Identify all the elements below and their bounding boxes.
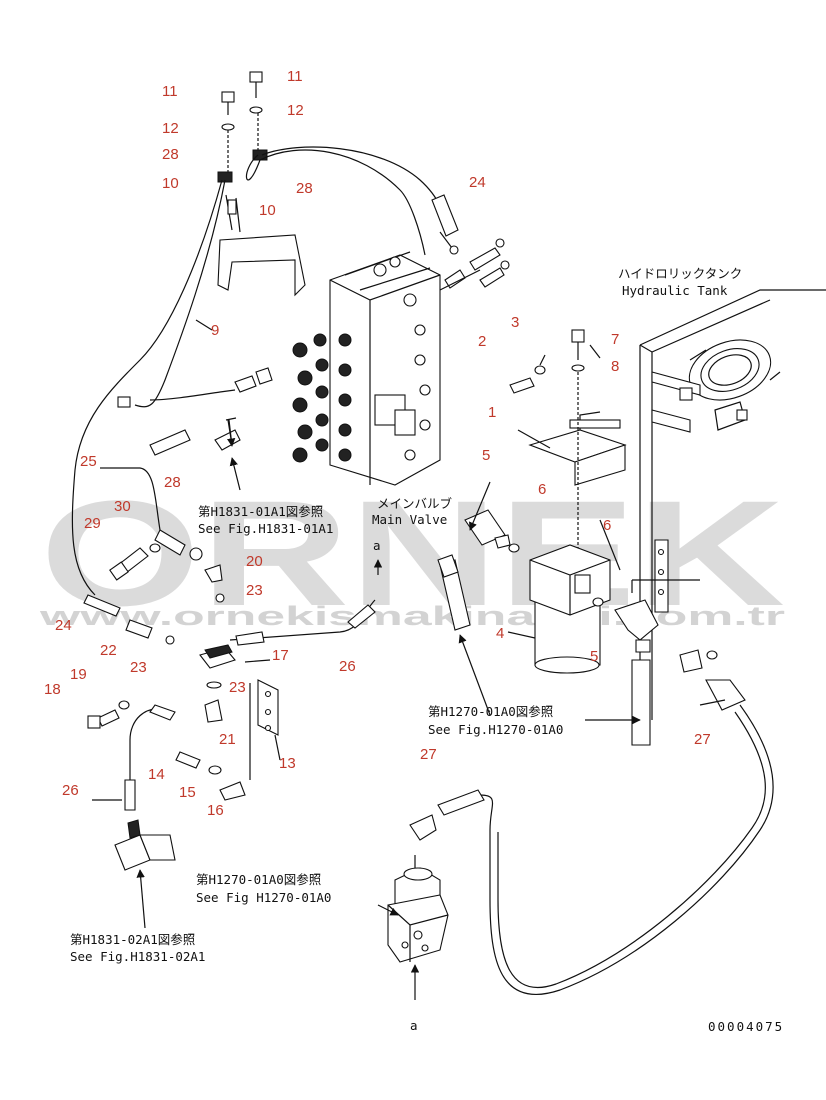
hose-27 bbox=[409, 704, 774, 996]
ref-h1831-02a1-jp: 第H1831-02A1図参照 bbox=[70, 932, 195, 947]
hydraulic-tank bbox=[639, 289, 826, 720]
callout-6: 6 bbox=[538, 481, 546, 498]
callout-16: 16 bbox=[207, 802, 224, 819]
reference-notes: 第H1831-01A1図参照 See Fig.H1831-01A1 第H1270… bbox=[70, 504, 784, 1034]
ref-h1270-01a0-en-right: See Fig.H1270-01A0 bbox=[428, 722, 563, 737]
callout-8: 8 bbox=[611, 358, 619, 375]
solenoid-valve bbox=[114, 819, 176, 871]
callout-5: 5 bbox=[482, 447, 490, 464]
callout-18: 18 bbox=[44, 681, 61, 698]
callout-6: 6 bbox=[603, 517, 611, 534]
callout-15: 15 bbox=[179, 784, 196, 801]
callout-28: 28 bbox=[164, 474, 181, 491]
ref-h1831-02a1-en: See Fig.H1831-02A1 bbox=[70, 949, 205, 964]
callout-23: 23 bbox=[246, 582, 263, 599]
callout-28: 28 bbox=[162, 146, 179, 163]
callout-11: 11 bbox=[162, 83, 178, 100]
callout-22: 22 bbox=[100, 642, 117, 659]
hydraulic-tank-label-en: Hydraulic Tank bbox=[622, 283, 728, 298]
callout-21: 21 bbox=[219, 731, 236, 748]
valve-top-fittings bbox=[439, 238, 510, 291]
callout-5: 5 bbox=[590, 648, 598, 665]
arrow-label-a-bottom: a bbox=[410, 1018, 418, 1033]
callout-14: 14 bbox=[148, 766, 165, 783]
callout-1: 1 bbox=[488, 404, 496, 421]
callout-26: 26 bbox=[339, 658, 356, 675]
callout-10: 10 bbox=[162, 175, 179, 192]
callout-12: 12 bbox=[162, 120, 179, 137]
callout-17: 17 bbox=[272, 647, 289, 664]
ref-h1831-01a1-en: See Fig.H1831-01A1 bbox=[198, 521, 333, 536]
callout-29: 29 bbox=[84, 515, 101, 532]
drawing-number: 00004075 bbox=[708, 1019, 784, 1034]
callout-12: 12 bbox=[287, 102, 304, 119]
pump-block bbox=[387, 855, 449, 963]
callout-9: 9 bbox=[211, 322, 219, 339]
ref-h1270-01a0-jp-bottom: 第H1270-01A0図参照 bbox=[196, 872, 321, 887]
callout-24: 24 bbox=[55, 617, 72, 634]
callout-25: 25 bbox=[80, 453, 97, 470]
callout-19: 19 bbox=[70, 666, 87, 683]
callout-23: 23 bbox=[229, 679, 246, 696]
callout-13: 13 bbox=[279, 755, 296, 772]
callout-11: 11 bbox=[287, 68, 303, 85]
callout-3: 3 bbox=[511, 314, 519, 331]
callout-30: 30 bbox=[114, 498, 131, 515]
callout-26: 26 bbox=[62, 782, 79, 799]
callout-7: 7 bbox=[611, 331, 619, 348]
leader-lines bbox=[92, 319, 726, 1000]
callout-2: 2 bbox=[478, 333, 486, 350]
hose-24-upper bbox=[431, 194, 459, 255]
top-bracket-assembly bbox=[217, 71, 306, 297]
watermark: ORNEK www.ornekismakinalari.com.tr bbox=[38, 469, 786, 637]
arrow-label-a-top: a bbox=[373, 538, 381, 553]
callout-27: 27 bbox=[694, 731, 711, 748]
callout-4: 4 bbox=[496, 625, 504, 642]
main-valve-label-jp: メインバルブ bbox=[377, 496, 453, 511]
left-middle-fittings bbox=[83, 467, 376, 811]
part-callouts: 11 11 12 12 28 10 28 10 24 9 3 2 7 8 1 5… bbox=[44, 68, 711, 819]
callout-24: 24 bbox=[469, 174, 486, 191]
ref-h1831-01a1-jp: 第H1831-01A1図参照 bbox=[198, 504, 323, 519]
ref-h1270-01a0-jp-right: 第H1270-01A0図参照 bbox=[428, 704, 553, 719]
valve-spool-caps bbox=[292, 333, 352, 463]
wire-harness bbox=[71, 146, 449, 596]
ref-h1270-01a0-en-bottom: See Fig H1270-01A0 bbox=[196, 890, 331, 905]
callout-23: 23 bbox=[130, 659, 147, 676]
tee-fitting-upper bbox=[149, 417, 241, 456]
callout-10: 10 bbox=[259, 202, 276, 219]
callout-27: 27 bbox=[420, 746, 437, 763]
hydraulic-tank-label-jp: ハイドロリックタンク bbox=[618, 266, 742, 281]
watermark-url: www.ornekismakinalari.com.tr bbox=[38, 601, 786, 631]
main-valve-label-en: Main Valve bbox=[372, 512, 447, 527]
callout-20: 20 bbox=[246, 553, 263, 570]
main-valve bbox=[292, 251, 441, 486]
callout-28: 28 bbox=[296, 180, 313, 197]
